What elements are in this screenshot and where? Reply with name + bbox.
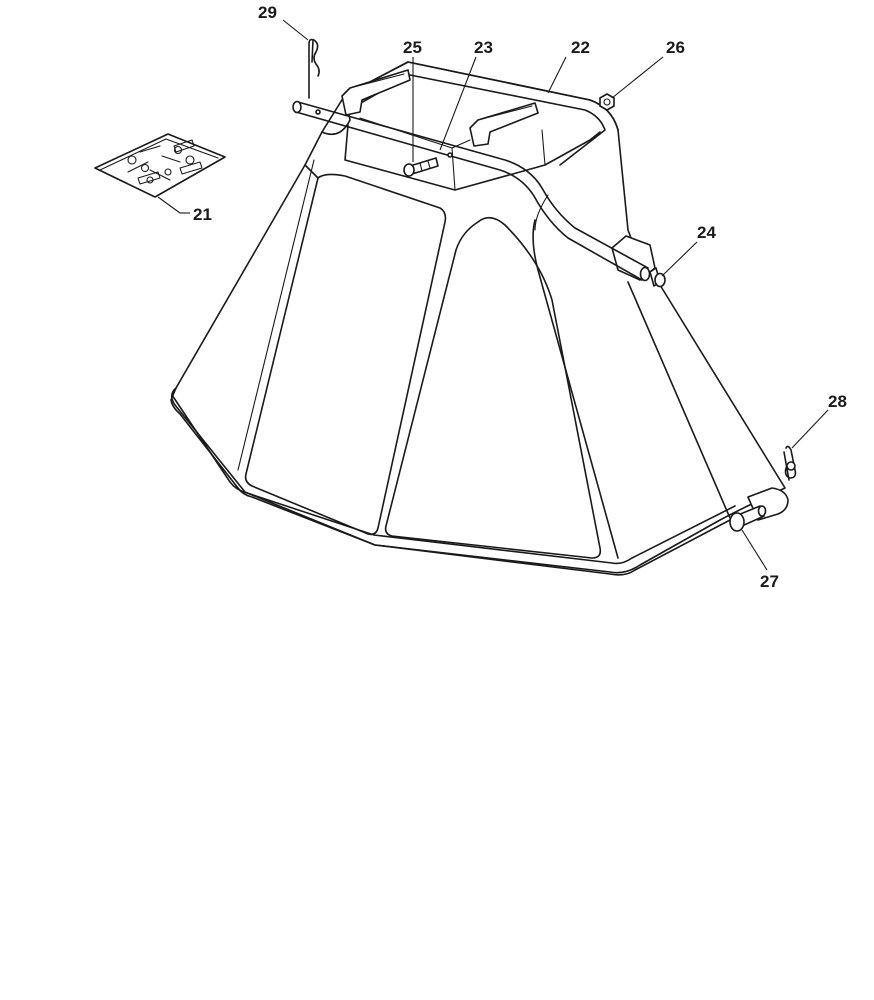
rod-outline-bottom bbox=[295, 111, 643, 281]
callout-24: 24 bbox=[697, 223, 716, 242]
callout-25: 25 bbox=[403, 38, 422, 57]
hopper-right-edge bbox=[627, 281, 731, 519]
handle-rod bbox=[292, 100, 651, 282]
hair-pin-29 bbox=[308, 38, 320, 99]
callout-labels: 29 25 23 22 26 21 24 28 27 bbox=[193, 3, 847, 591]
bag-outline bbox=[94, 133, 226, 198]
rod-end-right bbox=[639, 266, 651, 282]
leader-28 bbox=[791, 409, 829, 449]
rod-cap-24 bbox=[649, 267, 666, 288]
grass-catcher-hopper bbox=[170, 61, 789, 576]
hopper-front-panel-center bbox=[384, 216, 602, 559]
leader-27 bbox=[741, 529, 768, 571]
leader-26 bbox=[611, 56, 664, 99]
rod-end-left bbox=[292, 100, 302, 114]
hopper-top-inner bbox=[351, 74, 606, 166]
callout-26: 26 bbox=[666, 38, 685, 57]
callout-23: 23 bbox=[474, 38, 493, 57]
hopper-rim-inner bbox=[171, 394, 736, 565]
nut-26 bbox=[599, 93, 615, 111]
leader-29 bbox=[282, 19, 309, 41]
callout-21: 21 bbox=[193, 205, 212, 224]
hopper-top-front-edge bbox=[321, 94, 351, 136]
leader-23 bbox=[439, 56, 477, 151]
pin-27 bbox=[729, 505, 767, 532]
spring-clip-28 bbox=[783, 445, 797, 481]
callout-22: 22 bbox=[571, 38, 590, 57]
rod-outline-top bbox=[297, 101, 649, 269]
callout-27: 27 bbox=[760, 572, 779, 591]
leader-lines bbox=[157, 19, 829, 571]
hopper-front-panel-left bbox=[244, 173, 447, 536]
leader-24 bbox=[661, 241, 698, 277]
leader-21 bbox=[157, 196, 181, 214]
hardware-bag-21 bbox=[94, 133, 226, 198]
callout-29: 29 bbox=[258, 3, 277, 22]
hopper-opening bbox=[344, 124, 601, 191]
bolt-25 bbox=[403, 157, 439, 177]
callout-28: 28 bbox=[828, 392, 847, 411]
leader-22 bbox=[547, 56, 567, 94]
hopper-rim-outer bbox=[170, 387, 731, 576]
hopper-side-crease bbox=[532, 219, 619, 559]
